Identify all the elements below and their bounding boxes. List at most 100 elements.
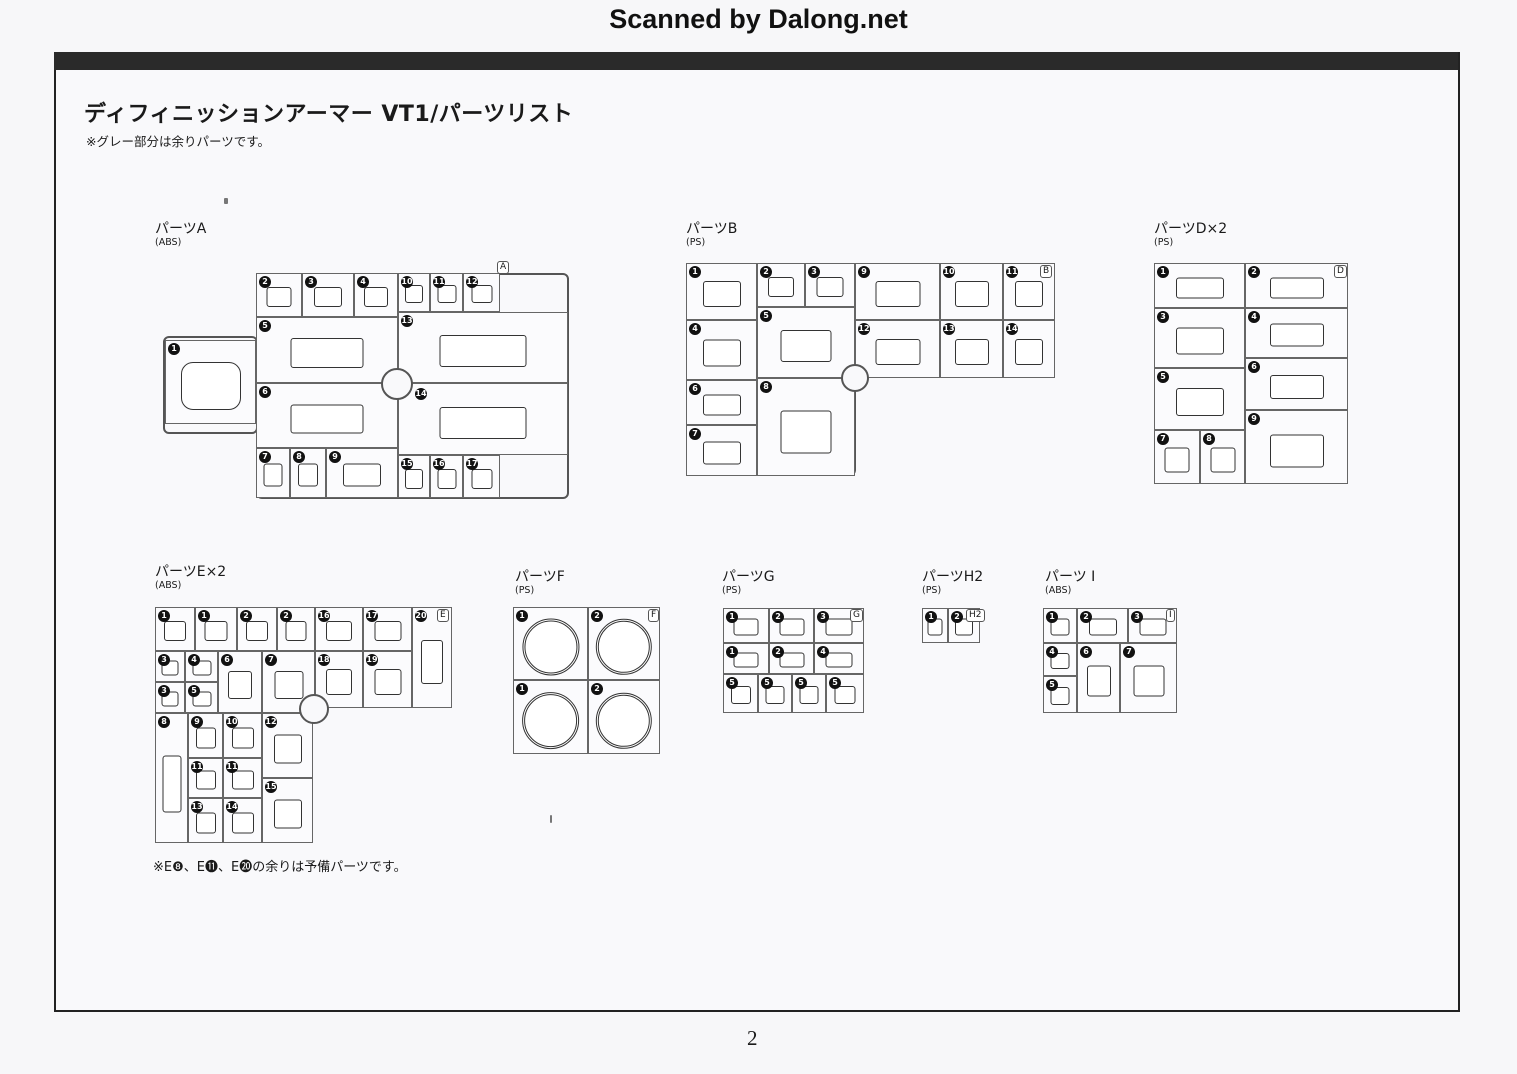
part-drawing-icon [834,686,856,705]
part-drawing-icon [439,334,527,367]
part-drawing-icon [875,281,920,308]
part-cell: 12 [262,713,313,778]
part-number-badge: 6 [689,383,701,395]
part-number-badge: 4 [1248,311,1260,323]
part-cell: 10 [940,263,1003,320]
part-number-badge: 4 [817,646,829,658]
part-number-badge: 12 [466,276,478,288]
part-number-badge: 1 [726,611,738,623]
part-drawing-icon [954,338,989,365]
runner-material: (PS) [922,585,942,596]
part-number-badge: 1 [925,611,937,623]
part-drawing-icon [285,621,307,642]
part-number-badge: 5 [795,677,807,689]
part-drawing-icon [231,812,254,834]
part-number-badge: 8 [1203,433,1215,445]
runner-tag: A [497,261,510,274]
part-drawing-icon [437,285,456,304]
part-cell: 12 [463,273,500,312]
part-cell: 19 [363,651,412,708]
part-drawing-icon [343,463,381,487]
part-number-badge: 3 [808,266,820,278]
part-cell: 11 [188,758,223,798]
part-drawing-icon [1175,277,1224,299]
part-number-badge: 1 [516,683,528,695]
part-number-badge: 1 [516,610,528,622]
part-drawing-icon [1050,618,1070,636]
part-number-badge: 11 [226,761,238,773]
part-drawing-icon [180,362,241,411]
part-cell: 6 [218,651,262,713]
part-cell: 3 [155,651,185,682]
runner-tag: G [850,609,863,622]
part-number-badge: 1 [689,266,701,278]
runner-gate-hub [841,364,869,392]
runner-material: (ABS) [155,237,182,248]
part-cell: 7 [1120,643,1177,713]
part-drawing-icon [1269,323,1324,347]
part-cell: 5 [256,317,398,383]
part-cell: 3 [805,263,855,307]
part-cell: 4 [354,273,398,317]
part-drawing-icon [326,669,352,696]
part-drawing-icon [1050,687,1070,706]
part-drawing-icon [471,468,492,489]
part-number-badge: 7 [265,654,277,666]
part-number-badge: 3 [1131,611,1143,623]
part-cell: 7 [686,425,757,476]
part-drawing-icon [779,652,804,668]
part-cell: 14 [223,798,262,843]
part-drawing-icon [439,406,527,439]
runner-label: パーツE×2(ABS) [155,565,226,591]
part-drawing-icon [1015,338,1043,365]
part-number-badge: 1 [1157,266,1169,278]
part-drawing-icon [246,621,268,642]
part-cell: 7 [1154,430,1200,484]
part-number-badge: 17 [466,458,478,470]
part-number-badge: 2 [280,610,292,622]
part-cell: 9 [1245,410,1348,484]
part-cell: 1 [1154,263,1245,308]
part-cell: 8 [1200,430,1245,484]
part-number-badge: 12 [858,323,870,335]
runner-tag: B [1040,265,1053,278]
part-drawing-icon [364,287,388,308]
part-drawing-icon [875,338,920,365]
part-cell: 5 [826,674,864,713]
part-cell: 4 [1043,643,1077,676]
part-number-badge: 6 [1248,361,1260,373]
part-number-badge: 10 [401,276,413,288]
part-drawing-icon [263,463,283,487]
page-number: 2 [747,1026,758,1050]
part-number-badge: 2 [760,266,772,278]
part-number-badge: 16 [318,610,330,622]
part-drawing-icon [266,287,292,308]
part-cell: 20 [412,607,452,708]
part-drawing-icon [1088,618,1117,636]
part-drawing-icon [1175,388,1224,416]
part-number-badge: 2 [951,611,963,623]
part-cell: 4 [814,643,864,674]
part-cell: 4 [686,320,757,380]
part-number-badge: 2 [591,683,603,695]
part-number-badge: 5 [726,677,738,689]
part-cell: 4 [1245,308,1348,358]
part-cell: 1 [165,340,256,424]
part-number-badge: 9 [858,266,870,278]
runner-name: パーツG [722,569,775,585]
runner-material: (ABS) [1045,585,1072,596]
part-number-badge: 10 [226,716,238,728]
part-cell: 3 [1154,308,1245,368]
part-drawing-icon [702,281,741,308]
part-drawing-icon [1133,665,1164,697]
part-number-badge: 7 [259,451,271,463]
runner-gate-hub [299,694,329,724]
part-number-badge: 8 [158,716,170,728]
part-cell: 5 [185,682,218,713]
part-number-badge: 2 [772,646,784,658]
part-number-badge: 17 [366,610,378,622]
part-drawing-icon [204,621,228,642]
part-cell: 2 [588,607,660,680]
part-number-badge: 3 [158,654,170,666]
part-cell: 13 [940,320,1003,378]
